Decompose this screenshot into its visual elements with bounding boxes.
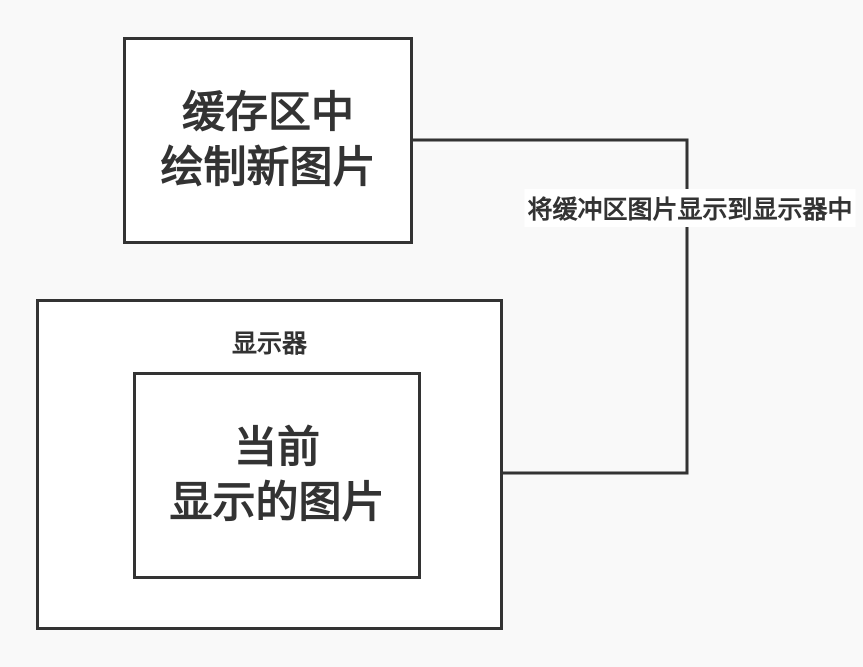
- current-image-label-line2: 显示的图片: [169, 478, 385, 527]
- buffer-box-label-line1: 缓存区中: [182, 89, 354, 138]
- monitor-label: 显示器: [231, 330, 307, 358]
- buffer-box: 缓存区中 绘制新图片: [123, 37, 413, 244]
- monitor-box: 显示器 当前 显示的图片: [36, 299, 503, 630]
- current-image-box-label: 当前 显示的图片: [170, 421, 385, 529]
- arrow-label: 将缓冲区图片显示到显示器中: [524, 189, 856, 227]
- buffer-box-label: 缓存区中 绘制新图片: [161, 86, 376, 194]
- current-image-label-line1: 当前: [234, 424, 320, 473]
- buffer-box-label-line2: 绘制新图片: [160, 143, 376, 192]
- current-image-box: 当前 显示的图片: [133, 372, 421, 579]
